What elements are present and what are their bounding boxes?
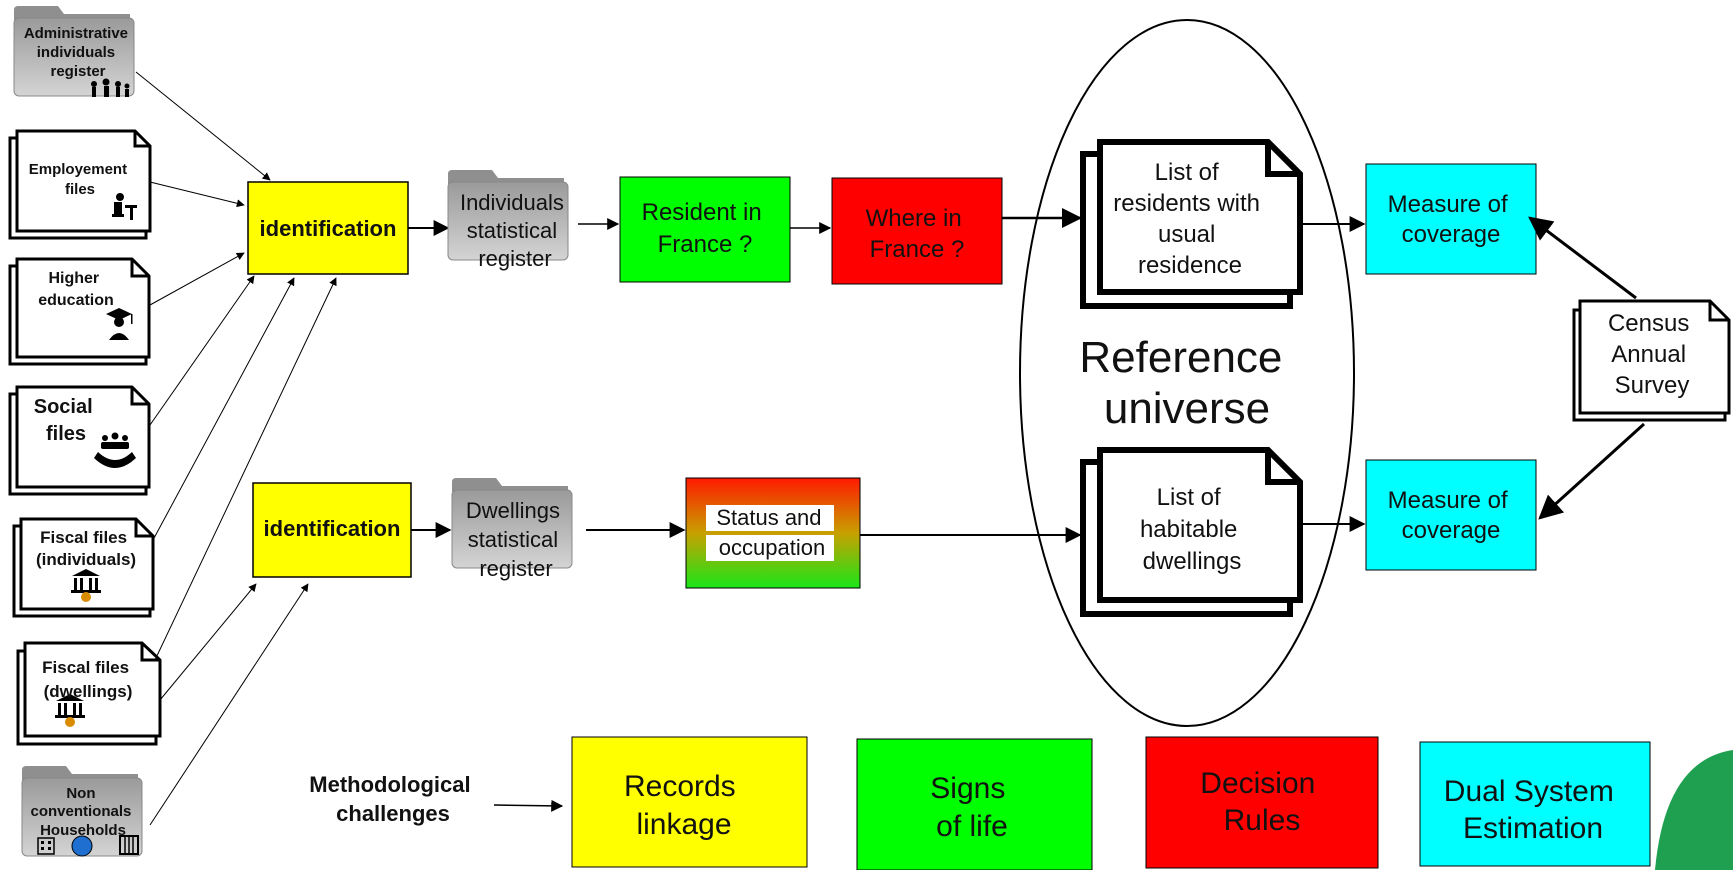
admin-register-label: Administrative individuals register	[24, 25, 132, 80]
census-survey-label: Census Annual Survey	[1608, 310, 1696, 399]
where-in-france-box	[831, 177, 1003, 285]
list-dwellings-label: List of habitable dwellings	[1140, 484, 1244, 575]
corner-decoration	[1655, 750, 1733, 870]
methodological-challenges-label: Methodological challenges	[309, 772, 476, 826]
non-conventional-label: Non conventionals Households	[30, 785, 135, 839]
employment-files-label: Employement files	[29, 161, 132, 198]
dual-system-label: Dual System Estimation	[1444, 775, 1622, 845]
social-files-doc	[8, 385, 151, 496]
non-conventional-folder	[21, 765, 143, 857]
census-survey-doc	[1572, 299, 1731, 422]
fiscal-dwellings-label: Fiscal files (dwellings)	[42, 658, 134, 701]
individuals-register-label: Individuals statistical register	[460, 190, 570, 271]
dwellings-register-folder	[451, 477, 573, 569]
where-in-france-label: Where in France ?	[866, 205, 969, 263]
measure-coverage-box-top	[1365, 163, 1537, 275]
measure-coverage-box-bottom	[1365, 459, 1537, 571]
decision-rules-label: Decision Rules	[1200, 767, 1323, 837]
fiscal-dwellings-doc	[16, 641, 162, 746]
dual-system-box	[1419, 741, 1651, 867]
status-occupation-box	[685, 477, 861, 589]
desk-worker-icon	[112, 193, 137, 220]
status-occupation-highlight-2	[706, 535, 834, 561]
fiscal-individuals-label: Fiscal files (individuals)	[36, 528, 136, 569]
status-occupation-highlight-1	[706, 505, 834, 531]
social-files-label: Social files	[34, 396, 98, 445]
signs-of-life-label: Signs of life	[930, 772, 1013, 843]
reference-universe-label: Reference universe	[1079, 333, 1294, 433]
source-arrows	[135, 71, 337, 826]
family-icon	[91, 78, 130, 97]
higher-education-label: Higher education	[38, 270, 114, 309]
prison-icon	[119, 835, 139, 855]
records-linkage-label: Records linkage	[624, 770, 744, 841]
measure-coverage-label-bottom: Measure of coverage	[1388, 487, 1515, 544]
bank-icon	[71, 569, 101, 602]
fiscal-individuals-doc	[12, 517, 155, 618]
resident-in-france-box	[619, 176, 791, 283]
people-badge-icon	[71, 835, 93, 857]
admin-register-folder	[13, 5, 135, 97]
identification-box-top	[247, 181, 409, 275]
dwellings-register-label: Dwellings statistical register	[466, 498, 566, 581]
identification-label-top: identification	[260, 216, 397, 241]
decision-rules-box	[1145, 736, 1379, 869]
list-residents-label: List of residents with usual residence	[1113, 159, 1266, 279]
building-icon	[37, 837, 55, 855]
list-residents-doc	[1080, 139, 1303, 309]
reference-universe-ellipse	[1019, 19, 1355, 727]
resident-in-france-label: Resident in France ?	[642, 199, 769, 258]
identification-label-bottom: identification	[264, 516, 401, 541]
identification-box-bottom	[252, 482, 412, 578]
records-linkage-box	[571, 736, 808, 868]
bank-icon	[55, 694, 85, 727]
measure-coverage-label-top: Measure of coverage	[1388, 191, 1515, 248]
graduate-icon	[106, 308, 133, 340]
higher-education-doc	[8, 257, 151, 366]
signs-of-life-box	[856, 738, 1093, 870]
status-occupation-label: Status and occupation	[716, 505, 827, 560]
employment-files-doc	[8, 129, 152, 240]
list-dwellings-doc	[1080, 447, 1303, 617]
people-in-hands-icon	[94, 432, 136, 468]
